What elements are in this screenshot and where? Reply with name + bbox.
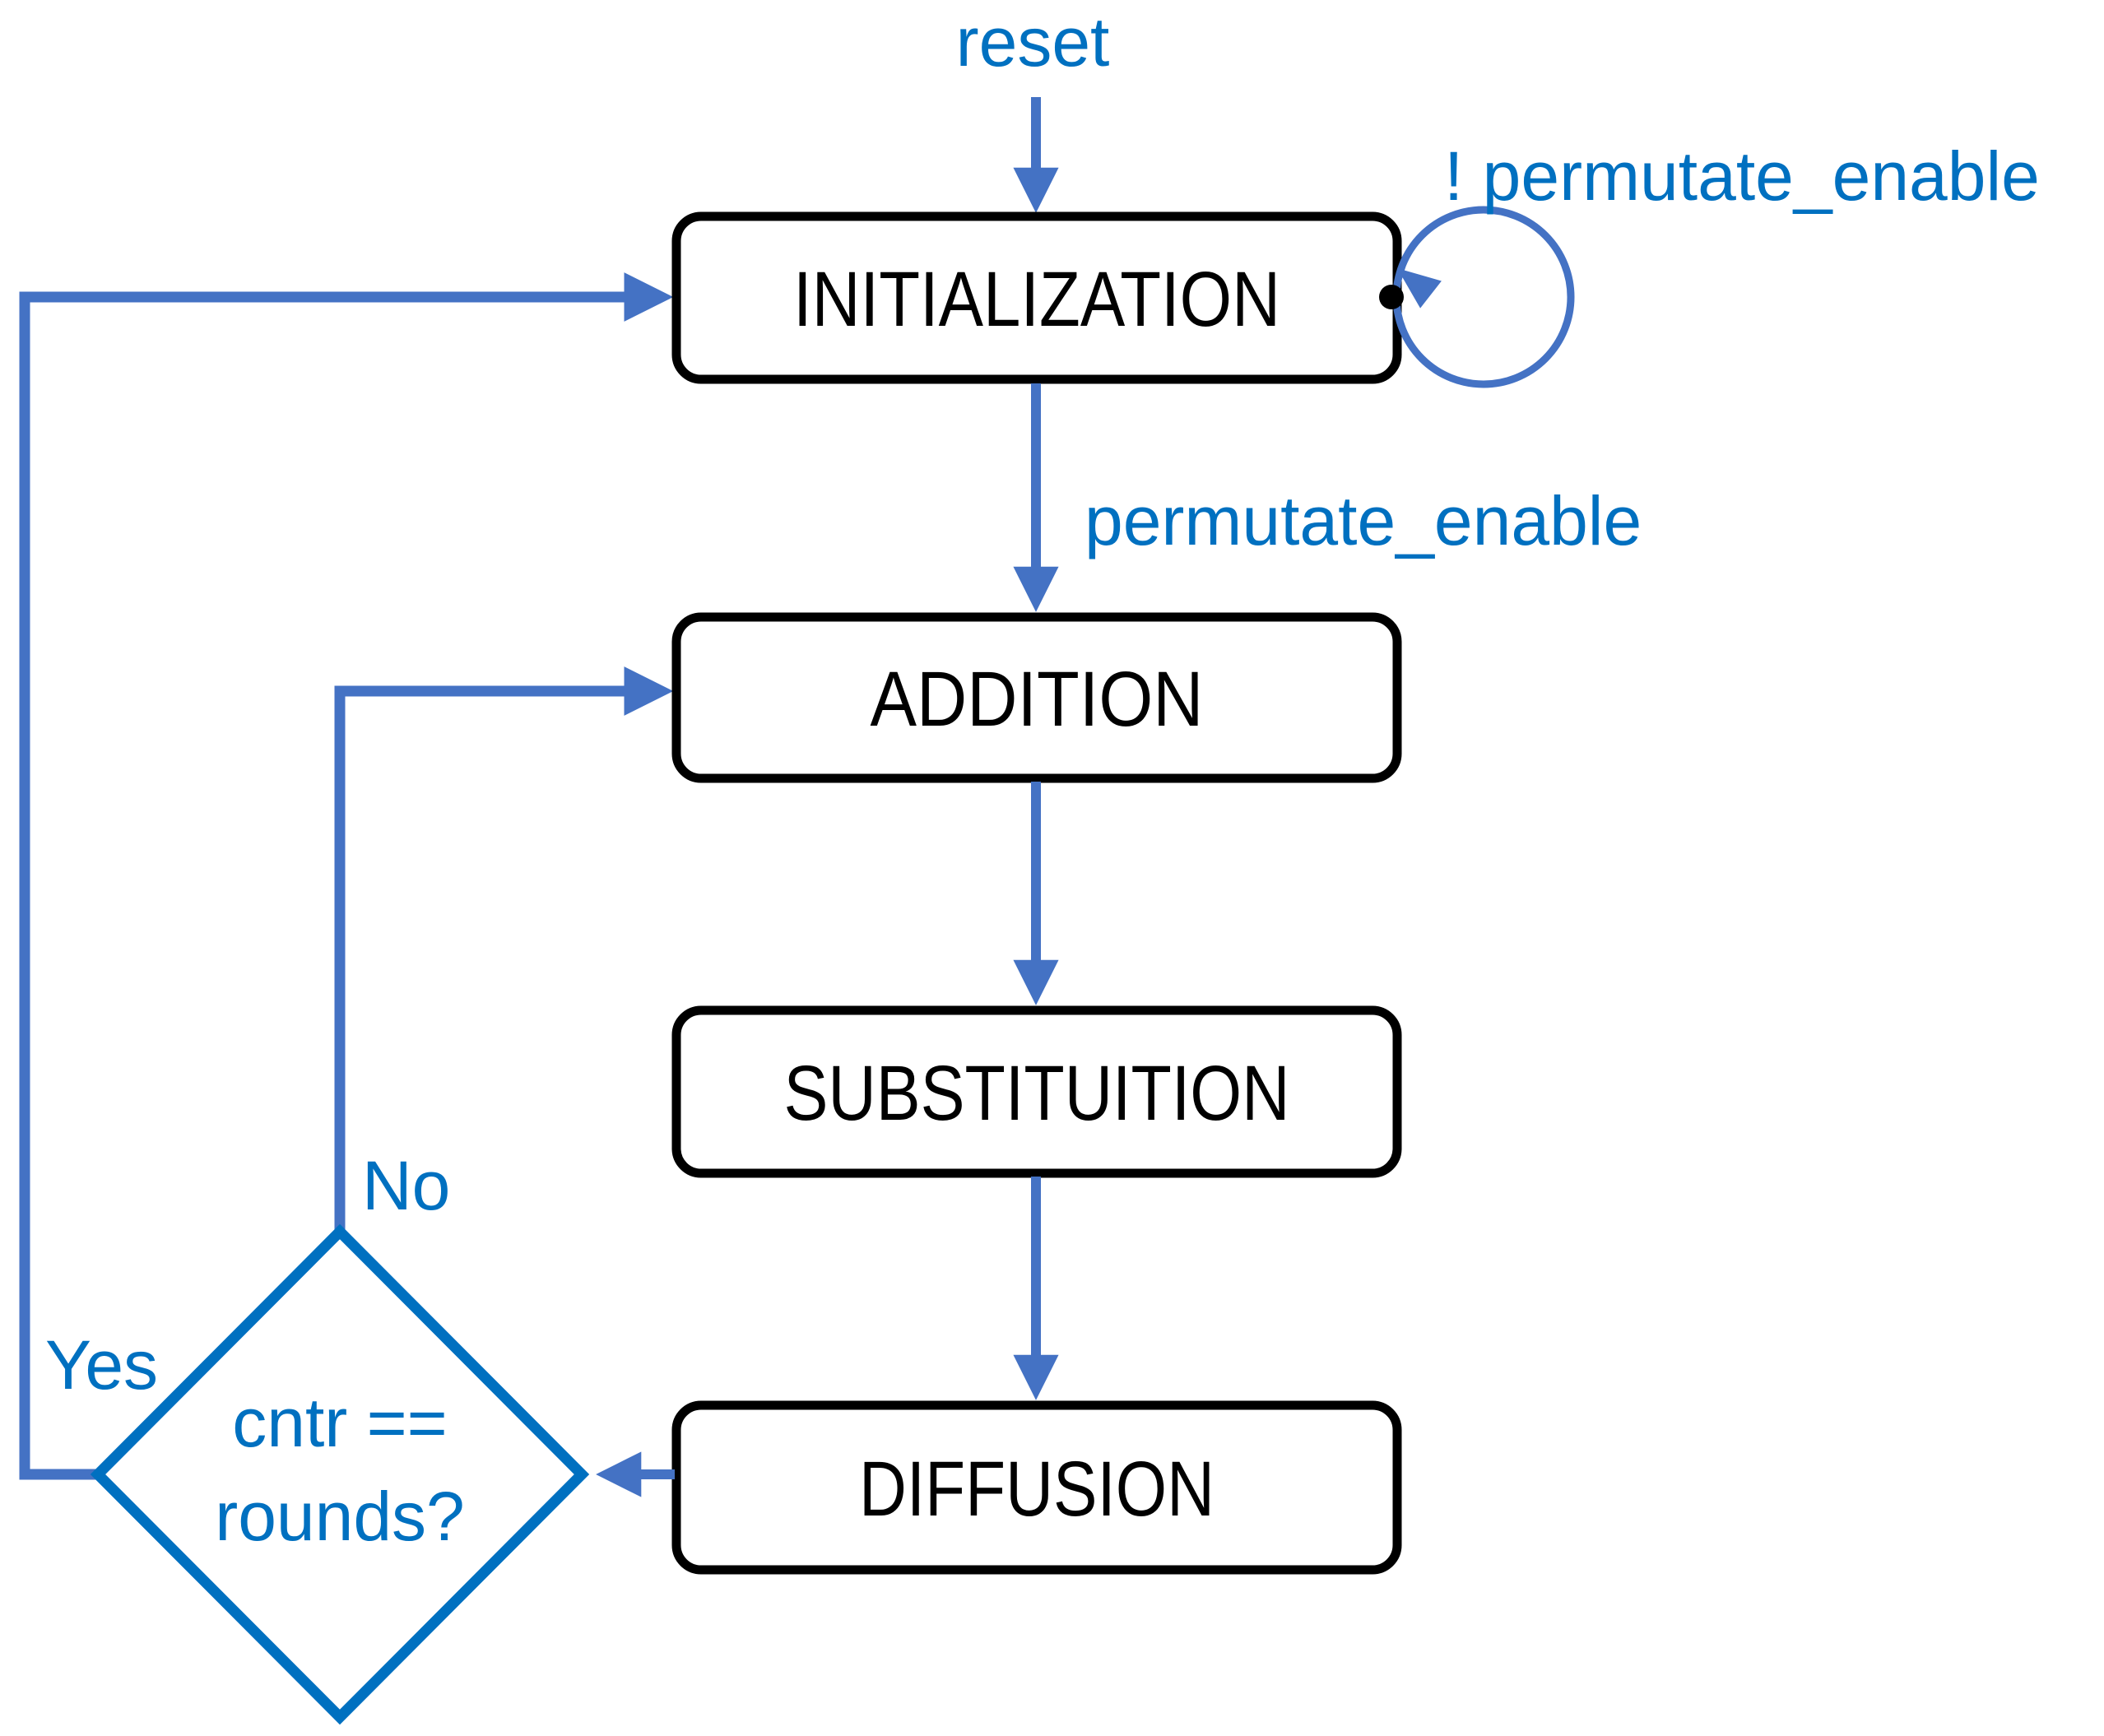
state-label-substituition: SUBSTITUITION (784, 1050, 1290, 1137)
decision-label-line2: rounds? (215, 1478, 465, 1555)
state-box-diffusion (671, 1400, 1402, 1575)
state-box-substituition (671, 1005, 1402, 1178)
self-loop-label: ! permutate_enable (1444, 137, 2040, 215)
decision-diamond (90, 1223, 590, 1725)
self-loop-arrowhead-icon (1397, 268, 1442, 309)
decision-label-line1: cntr == (232, 1384, 447, 1461)
permutate-enable-label: permutate_enable (1085, 482, 1642, 559)
state-label-addition: ADDITION (871, 656, 1204, 743)
state-label-initialization: INITIALIZATION (793, 256, 1280, 343)
state-label-diffusion: DIFFUSION (859, 1446, 1215, 1533)
yes-branch-label: Yes (45, 1326, 158, 1404)
self-loop-junction-dot (1379, 285, 1404, 309)
reset-edge-label: reset (956, 3, 1110, 81)
state-box-addition (671, 612, 1402, 783)
edge-decision-no-to-addition (334, 666, 674, 1232)
edge-decision-yes-to-initialization (19, 272, 674, 1480)
no-branch-label: No (362, 1147, 450, 1224)
